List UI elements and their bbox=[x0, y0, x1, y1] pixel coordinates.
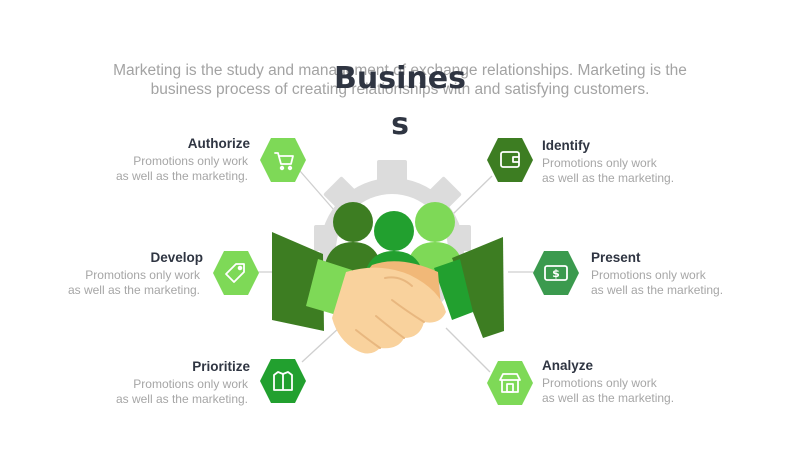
tag-icon bbox=[225, 263, 245, 283]
subtitle: Marketing is the study and management of… bbox=[100, 61, 700, 99]
connector-authorize bbox=[299, 170, 335, 211]
money-icon bbox=[544, 265, 568, 281]
present-hexagon: $ bbox=[533, 251, 579, 295]
connector-analyze bbox=[445, 327, 491, 373]
item-prioritize-label: Prioritize bbox=[192, 359, 250, 374]
connector-prioritize bbox=[301, 326, 341, 363]
subtitle-line-1: Marketing is the study and management of… bbox=[113, 62, 687, 79]
item-authorize-label: Authorize bbox=[187, 136, 250, 151]
prioritize-hexagon bbox=[260, 359, 306, 403]
connector-identify bbox=[451, 175, 493, 216]
item-analyze-label: Analyze bbox=[542, 358, 594, 373]
wallet-icon bbox=[500, 151, 520, 168]
analyze-hexagon bbox=[487, 361, 533, 405]
store-icon bbox=[499, 373, 521, 393]
connector-lines bbox=[258, 170, 538, 373]
shopping-cart-icon bbox=[274, 152, 294, 171]
page-title: Business bbox=[334, 61, 466, 142]
handshake-icon bbox=[272, 232, 504, 354]
item-develop-label: Develop bbox=[150, 250, 203, 265]
shirt-icon bbox=[273, 371, 293, 391]
svg-text:$: $ bbox=[552, 267, 560, 280]
identify-hexagon bbox=[487, 138, 533, 182]
develop-hexagon bbox=[213, 251, 259, 295]
item-present-label: Present bbox=[591, 250, 641, 265]
subtitle-line-2: business process of creating relationshi… bbox=[150, 81, 650, 98]
item-identify-label: Identify bbox=[542, 138, 591, 153]
authorize-hexagon bbox=[260, 138, 306, 182]
